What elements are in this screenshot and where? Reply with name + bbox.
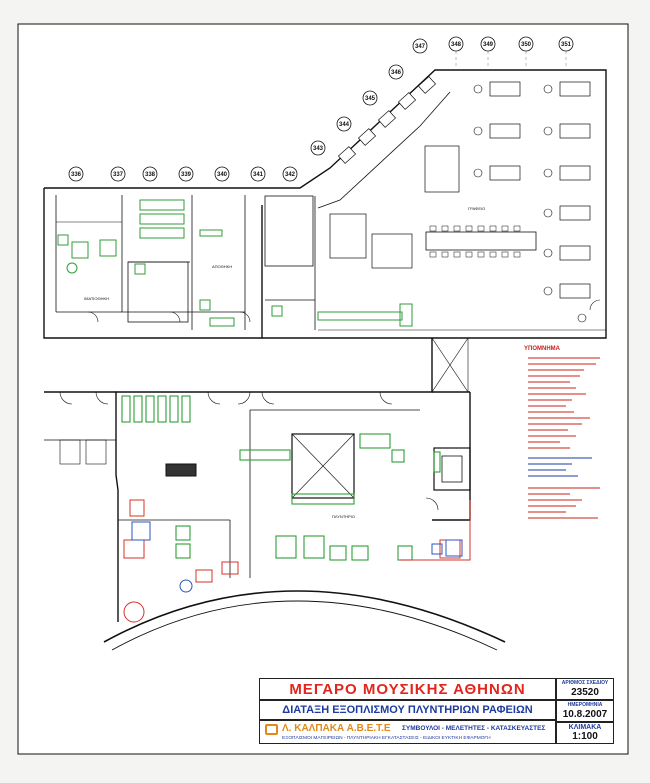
date-value: 10.8.2007 bbox=[562, 709, 608, 720]
grid-bubbles-diagonal: 343 344 345 346 347 bbox=[310, 38, 428, 156]
grid-label-339: 339 bbox=[181, 172, 192, 178]
room-labels-lower: ΠΛΥΝΤΗΡΙΟ bbox=[332, 514, 355, 519]
grid-label-342: 342 bbox=[285, 172, 296, 178]
storage-block bbox=[165, 463, 197, 477]
upper-floor-plan bbox=[43, 69, 607, 339]
company-box: Λ. ΚΑΛΠΑΚΑ Α.Β.Ε.Τ.Ε ΣΥΜΒΟΥΛΟΙ - ΜΕΛΕΤΗΤ… bbox=[259, 720, 556, 744]
grid-label-343: 343 bbox=[313, 146, 324, 152]
date-label: ΗΜΕΡΟΜΗΝΙΑ bbox=[567, 702, 603, 708]
room-labels-upper: ΓΡΑΦΕΙΟ ΙΜΑΤΙΟΘΗΚΗ ΑΠΟΘΗΚΗ bbox=[84, 206, 485, 301]
legend-heading: ΥΠΟΜΝΗΜΑ bbox=[524, 346, 561, 352]
company-tagline: ΣΥΜΒΟΥΛΟΙ - ΜΕΛΕΤΗΤΕΣ - ΚΑΤΑΣΚΕΥΑΣΤΕΣ bbox=[402, 725, 546, 732]
legend: ΥΠΟΜΝΗΜΑ bbox=[524, 346, 600, 519]
grid-label-345: 345 bbox=[365, 96, 376, 102]
grid-label-336: 336 bbox=[71, 172, 82, 178]
drawing-number-cell: ΑΡΙΘΜΟΣ ΣΧΕΔΙΟΥ 23520 bbox=[556, 678, 614, 700]
scale-value: 1:100 bbox=[572, 731, 598, 742]
curved-wall bbox=[103, 590, 506, 651]
drawing-number-label: ΑΡΙΘΜΟΣ ΣΧΕΔΙΟΥ bbox=[561, 680, 609, 686]
grid-bubbles-horizontal: 336 337 338 339 340 341 342 bbox=[68, 166, 298, 182]
company-name: Λ. ΚΑΛΠΑΚΑ Α.Β.Ε.Τ.Ε bbox=[282, 723, 391, 734]
drawing-subtitle: ΔΙΑΤΑΞΗ ΕΞΟΠΛΙΣΜΟΥ ΠΛΥΝΤΗΡΙΩΝ ΡΑΦΕΙΩΝ bbox=[282, 704, 533, 716]
room-label-storage: ΑΠΟΘΗΚΗ bbox=[212, 264, 232, 269]
green-equipment-lower bbox=[121, 395, 441, 561]
grid-label-351: 351 bbox=[561, 42, 572, 48]
company-services: ΕΞΟΠΛΙΣΜΟΙ ΜΑΓΕΙΡΕΙΩΝ - ΠΛΥΝΤΗΡΙΑΚΗ ΕΓΚΑ… bbox=[282, 736, 491, 741]
grid-label-344: 344 bbox=[339, 122, 350, 128]
room-label-office: ΓΡΑΦΕΙΟ bbox=[468, 206, 485, 211]
room-label-toilets: ΙΜΑΤΙΟΘΗΚΗ bbox=[84, 296, 109, 301]
grid-label-349: 349 bbox=[483, 42, 494, 48]
grid-label-341: 341 bbox=[253, 172, 264, 178]
diagonal-cabinets bbox=[337, 76, 437, 164]
drawing-number: 23520 bbox=[571, 687, 599, 698]
scale-label: ΚΛΙΜΑΚΑ bbox=[568, 724, 602, 731]
conference-table bbox=[425, 225, 537, 258]
grid-label-350: 350 bbox=[521, 42, 532, 48]
sheet-border bbox=[17, 23, 629, 755]
date-cell: ΗΜΕΡΟΜΗΝΙΑ 10.8.2007 bbox=[556, 700, 614, 722]
red-equipment bbox=[123, 499, 471, 623]
green-equipment-upper bbox=[57, 199, 413, 327]
grid-label-337: 337 bbox=[113, 172, 124, 178]
scale-cell: ΚΛΙΜΑΚΑ 1:100 bbox=[556, 722, 614, 744]
company-logo-icon bbox=[265, 724, 278, 735]
room-label-laundry: ΠΛΥΝΤΗΡΙΟ bbox=[332, 514, 355, 519]
grid-label-346: 346 bbox=[391, 70, 402, 76]
grid-label-348: 348 bbox=[451, 42, 462, 48]
chairs bbox=[473, 84, 587, 323]
grid-label-347: 347 bbox=[415, 44, 426, 50]
stairs bbox=[431, 337, 469, 393]
project-title: ΜΕΓΑΡΟ ΜΟΥΣΙΚΗΣ ΑΘΗΝΩΝ bbox=[289, 681, 526, 698]
grid-label-338: 338 bbox=[145, 172, 156, 178]
project-title-box: ΜΕΓΑΡΟ ΜΟΥΣΙΚΗΣ ΑΘΗΝΩΝ bbox=[259, 678, 556, 700]
grid-label-340: 340 bbox=[217, 172, 228, 178]
blue-equipment bbox=[131, 521, 463, 593]
office-desks bbox=[329, 81, 591, 299]
drawing-subtitle-box: ΔΙΑΤΑΞΗ ΕΞΟΠΛΙΣΜΟΥ ΠΛΥΝΤΗΡΙΩΝ ΡΑΦΕΙΩΝ bbox=[259, 700, 556, 720]
